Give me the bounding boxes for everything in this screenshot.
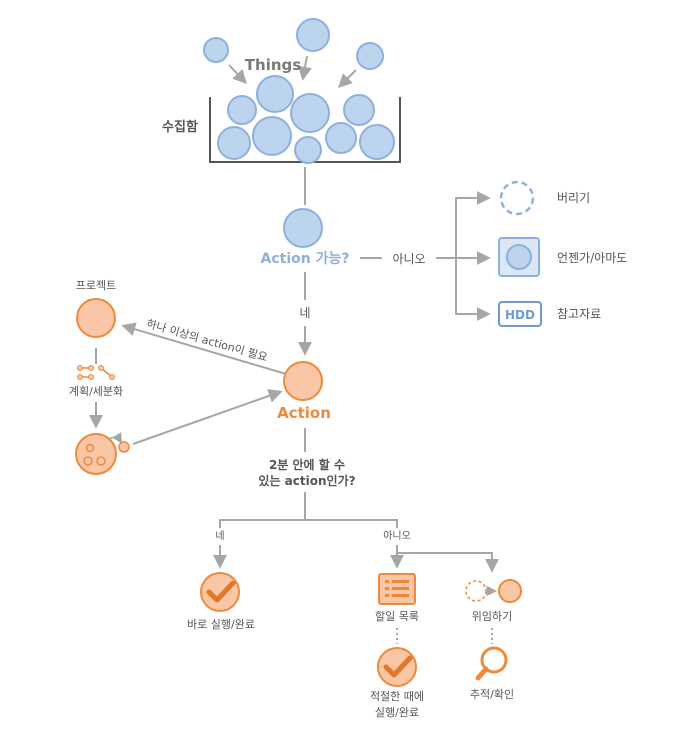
- thing-bubble: [217, 126, 251, 160]
- next-action-arrow: [132, 389, 283, 445]
- project-label: 프로젝트: [76, 279, 116, 292]
- split-dots-icon: [77, 365, 115, 380]
- falling-things: [203, 18, 384, 88]
- plan-label: 계획/세분화: [69, 385, 123, 398]
- thing-bubble: [252, 116, 292, 156]
- inbox-container: [209, 75, 401, 164]
- actionable-question: Action 가능?: [261, 251, 350, 267]
- thing-bubble: [290, 93, 330, 133]
- yes-label-mid: 네: [299, 306, 310, 320]
- someday-box-icon: [498, 237, 540, 277]
- do-later-label-line1: 적절한 때에: [370, 690, 424, 703]
- thing-bubble: [343, 94, 375, 126]
- thing-bubble: [325, 122, 357, 154]
- thing-bubble: [294, 136, 322, 164]
- project-split-icon: [75, 432, 130, 475]
- list-icon: [378, 573, 416, 605]
- things-label: Things: [245, 56, 301, 74]
- two-minute-question-line2: 있는 action인가?: [258, 473, 355, 488]
- track-label: 추적/확인: [470, 688, 514, 701]
- thing-bubble: [227, 95, 257, 125]
- fall-arrow: [228, 64, 247, 85]
- hdd-badge-text: HDD: [505, 308, 535, 322]
- connector-line: [397, 552, 499, 573]
- connector-line: [219, 519, 398, 528]
- checkmark-icon: [377, 647, 417, 687]
- someday-label: 언젠가/아마도: [557, 251, 627, 265]
- no-label-bottom: 아니오: [383, 530, 411, 542]
- connector-line: [455, 258, 491, 321]
- delegate-label: 위임하기: [472, 609, 512, 623]
- trash-dashed-circle-icon: [499, 180, 535, 216]
- delegate-icon: [465, 579, 522, 603]
- action-bubble: [283, 361, 323, 401]
- item-bubble: [283, 208, 323, 248]
- fall-arrow: [298, 55, 312, 81]
- reference-label: 참고자료: [557, 307, 601, 321]
- action-label: Action: [277, 404, 331, 422]
- thing-bubble: [359, 124, 395, 160]
- fall-arrow: [338, 69, 357, 88]
- todo-list-label: 할일 목록: [375, 609, 419, 623]
- do-now-label: 바로 실행/완료: [187, 618, 255, 631]
- no-label-top: 아니오: [392, 252, 425, 266]
- project-bubble: [76, 298, 116, 338]
- hdd-icon: HDD: [498, 301, 542, 327]
- thing-bubble: [296, 18, 330, 52]
- yes-label-bottom: 네: [215, 530, 224, 542]
- thing-bubble: [356, 42, 384, 70]
- magnifier-icon: [475, 646, 508, 681]
- multi-action-arrow: [121, 322, 287, 375]
- connector-line: [455, 191, 491, 258]
- multi-action-label: 하나 이상의 action이 필요: [145, 316, 269, 364]
- checkmark-icon: [200, 572, 240, 612]
- inbox-label: 수집함: [162, 119, 198, 135]
- trash-label: 버리기: [557, 191, 590, 205]
- two-minute-question-line1: 2분 안에 할 수: [269, 457, 345, 472]
- thing-bubble: [203, 37, 229, 63]
- thing-bubble: [256, 75, 294, 113]
- do-later-label-line2: 실행/완료: [375, 706, 419, 719]
